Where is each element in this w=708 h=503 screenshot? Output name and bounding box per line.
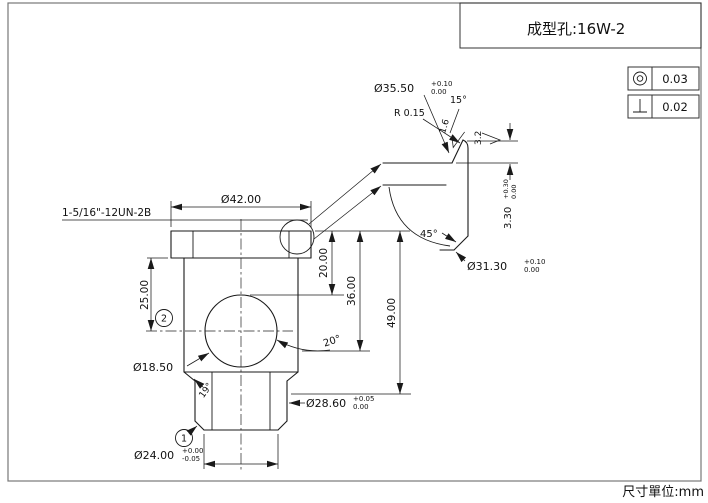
svg-text:0.00: 0.00 [510,185,518,199]
svg-text:0.00: 0.00 [524,266,540,274]
svg-text:2: 2 [161,314,167,325]
svg-text:3.30: 3.30 [503,207,514,229]
label-angle-15: 15° [449,95,467,134]
balloon-2: 2 [155,309,173,327]
projection-line-bottom [313,185,382,240]
svg-text:-0.05: -0.05 [182,455,200,463]
svg-text:Ø28.60: Ø28.60 [306,397,346,410]
title-block: 成型孔:16W-2 [459,2,702,49]
svg-text:0.00: 0.00 [431,88,447,96]
label-radius-0-15: R 0.15 [394,108,461,144]
svg-text:36.00: 36.00 [346,276,358,306]
svg-text:Ø35.50: Ø35.50 [374,82,414,95]
svg-text:Ø18.50: Ø18.50 [133,361,173,374]
part-number-label: 成型孔:16W-2 [527,20,625,38]
svg-text:15°: 15° [450,95,467,106]
detail-profile [382,139,469,251]
surface-finish-icon [451,131,465,149]
gdt-frame-perpendicularity: 0.02 [627,94,700,119]
svg-text:3.2: 3.2 [474,131,484,145]
balloon-1: 1 [175,425,198,447]
svg-text:45°: 45° [420,229,438,240]
svg-text:Ø31.30: Ø31.30 [467,260,507,273]
title-block-box [459,2,702,49]
svg-text:+0.10: +0.10 [431,80,452,88]
label-dia-35-5: Ø35.50 +0.10 0.00 [374,80,452,154]
dim-dia-24: Ø24.00 +0.00 -0.05 [134,434,279,469]
dim-3-3: 3.30 +0.30 0.00 [456,123,518,229]
thread-callout: 1-5/16"-12UN-2B [62,207,308,221]
lower-bore-lines [211,372,271,430]
label-angle-20: 20° [276,334,342,352]
units-note: 尺寸單位:mm [622,485,704,500]
part-outline [170,230,312,431]
svg-text:1.6: 1.6 [438,118,452,135]
cross-hole-circle [204,294,278,368]
svg-text:0.00: 0.00 [353,403,369,411]
detail-view: Ø35.50 +0.10 0.00 15° R 0.15 1.6 3.2 [308,80,545,274]
label-angle-45: 45° [420,229,457,243]
perpendicularity-icon [633,99,647,113]
svg-text:20°: 20° [322,334,342,350]
dim-49: 49.00 [291,231,411,395]
svg-text:25.00: 25.00 [139,280,151,310]
dim-36: 36.00 [302,231,370,352]
svg-text:Ø42.00: Ø42.00 [221,193,261,206]
dim-dia-42: Ø42.00 [170,193,312,227]
svg-text:+0.00: +0.00 [182,447,203,455]
drawing-border [7,2,702,482]
dim-20: 20.00 [250,231,344,296]
dim-25: 25.00 [139,257,168,331]
projection-line-top [308,163,382,225]
label-dia-31-3: Ø31.30 +0.10 0.00 [455,251,545,274]
main-view: Ø42.00 1-5/16"-12UN-2B 25.00 20.00 36.00 [62,193,411,471]
svg-text:Ø24.00: Ø24.00 [134,449,174,462]
svg-text:R 0.15: R 0.15 [394,108,425,119]
gdt-value-concentricity: 0.03 [662,72,688,86]
svg-text:+0.10: +0.10 [524,258,545,266]
svg-text:1: 1 [181,434,187,445]
svg-text:+0.30: +0.30 [502,179,510,199]
finish-1-6: 1.6 [438,118,465,149]
gdt-value-perpendicularity: 0.02 [662,100,688,114]
svg-text:+0.05: +0.05 [353,395,374,403]
svg-text:1-5/16"-12UN-2B: 1-5/16"-12UN-2B [62,207,151,219]
surface-finish-icon [481,132,502,145]
label-dia-18-5: Ø18.50 [133,352,210,374]
svg-text:20.00: 20.00 [318,248,330,278]
finish-3-2: 3.2 [474,131,502,145]
gdt-frame-concentricity: 0.03 [627,66,700,91]
label-dia-28-6: Ø28.60 +0.05 0.00 [289,395,374,411]
svg-text:49.00: 49.00 [386,298,398,328]
concentricity-icon [633,71,647,86]
detail-balloon-circle [279,219,315,255]
thread-bore-lines [192,231,290,258]
